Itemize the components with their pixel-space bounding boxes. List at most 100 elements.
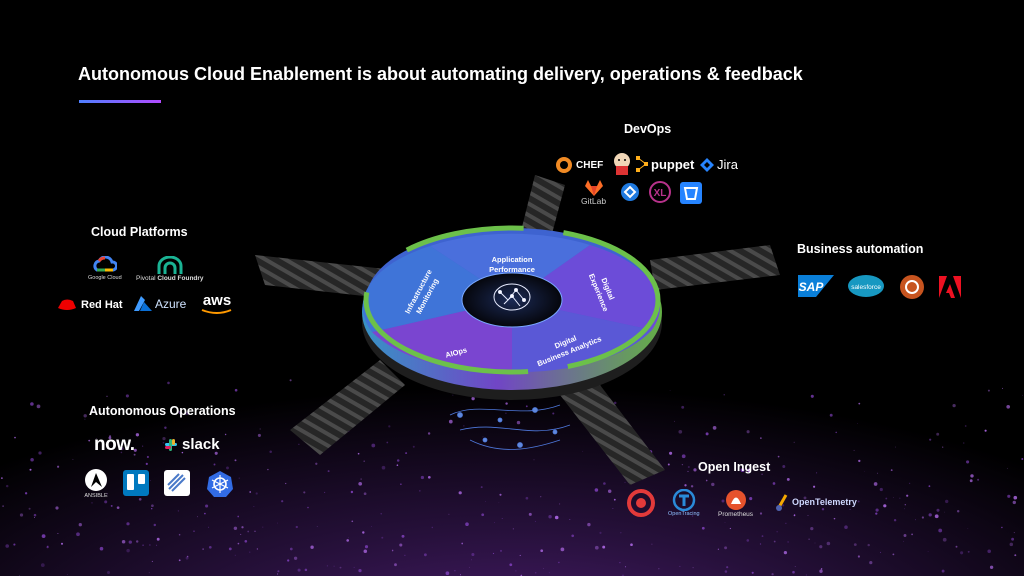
particle-dot xyxy=(751,571,754,574)
particle-dot xyxy=(904,504,906,506)
particle-dot xyxy=(624,566,627,568)
particle-dot xyxy=(679,565,681,567)
particle-dot xyxy=(480,486,483,489)
particle-dot xyxy=(108,436,112,440)
particle-dot xyxy=(36,404,41,409)
particle-dot xyxy=(259,428,261,430)
particle-dot xyxy=(153,523,157,527)
particle-dot xyxy=(773,540,776,543)
particle-dot xyxy=(505,412,507,415)
particle-dot xyxy=(1013,495,1018,500)
particle-dot xyxy=(110,504,113,507)
particle-dot xyxy=(1014,554,1017,557)
particle-dot xyxy=(257,433,261,437)
adobe-logo xyxy=(939,276,961,298)
opencensus-icon xyxy=(627,489,655,517)
particle-dot xyxy=(185,556,189,560)
particle-dot xyxy=(57,532,59,535)
particle-dot xyxy=(759,543,762,545)
particle-dot xyxy=(624,481,626,483)
particle-dot xyxy=(241,526,244,529)
particle-dot xyxy=(966,460,970,464)
svg-text:Application: Application xyxy=(492,255,533,264)
particle-dot xyxy=(921,516,925,519)
particle-dot xyxy=(569,519,571,520)
particle-dot xyxy=(346,539,350,542)
particle-dot xyxy=(1006,404,1011,409)
particle-dot xyxy=(794,565,796,567)
particle-dot xyxy=(945,499,949,504)
particle-dot xyxy=(244,539,248,543)
particle-dot xyxy=(363,492,367,496)
particle-dot xyxy=(594,488,599,492)
particle-dot xyxy=(512,528,514,530)
particle-dot xyxy=(821,507,825,511)
particle-dot xyxy=(151,504,154,508)
particle-dot xyxy=(186,555,189,558)
particle-dot xyxy=(883,504,887,508)
particle-dot xyxy=(1022,394,1023,396)
particle-dot xyxy=(552,412,555,415)
particle-dot xyxy=(908,482,911,485)
particle-dot xyxy=(793,514,796,517)
particle-dot xyxy=(684,484,687,487)
particle-dot xyxy=(785,522,787,524)
particle-dot xyxy=(125,394,129,398)
particle-dot xyxy=(1,477,3,479)
particle-dot xyxy=(353,566,355,568)
particle-dot xyxy=(304,568,308,572)
particle-dot xyxy=(1001,526,1003,529)
particle-dot xyxy=(405,452,408,455)
particle-dot xyxy=(459,574,462,576)
particle-dot xyxy=(903,534,907,537)
particle-dot xyxy=(829,413,833,417)
particle-dot xyxy=(853,449,855,451)
kubernetes-icon xyxy=(207,471,233,497)
particle-dot xyxy=(792,570,795,574)
particle-dot xyxy=(505,402,508,405)
particle-dot xyxy=(454,570,456,572)
particle-dot xyxy=(249,491,252,493)
particle-dot xyxy=(761,473,763,476)
stackstorm-logo xyxy=(164,470,190,496)
particle-dot xyxy=(559,503,561,505)
particle-dot xyxy=(820,568,823,570)
particle-dot xyxy=(729,527,732,530)
particle-dot xyxy=(960,551,964,555)
puppet-logo: puppet xyxy=(636,156,694,172)
salesforce-logo: salesforce xyxy=(847,274,885,298)
particle-dot xyxy=(72,458,74,460)
particle-dot xyxy=(297,568,301,572)
azure-devops-logo xyxy=(620,182,640,202)
ai-brain-icon xyxy=(493,283,531,311)
particle-dot xyxy=(327,470,330,473)
particle-dot xyxy=(941,569,945,573)
particle-dot xyxy=(970,474,974,478)
particle-dot xyxy=(326,565,329,567)
particle-dot xyxy=(237,515,240,518)
particle-dot xyxy=(726,566,729,569)
particle-dot xyxy=(786,477,790,481)
particle-dot xyxy=(104,500,108,504)
particle-dot xyxy=(746,430,750,434)
particle-dot xyxy=(228,547,232,551)
particle-dot xyxy=(34,517,35,518)
particle-dot xyxy=(145,462,148,466)
particle-dot xyxy=(289,379,292,382)
particle-dot xyxy=(83,414,87,418)
particle-dot xyxy=(681,405,685,409)
sap-logo: SAP xyxy=(798,275,834,297)
particle-dot xyxy=(238,477,240,479)
particle-dot xyxy=(956,509,960,513)
ansible-logo: ANSIBLE xyxy=(84,468,108,499)
stackstorm-icon xyxy=(164,470,190,496)
particle-dot xyxy=(857,423,858,424)
particle-dot xyxy=(936,508,940,512)
particle-dot xyxy=(690,485,694,488)
particle-dot xyxy=(28,507,31,510)
particle-dot xyxy=(399,543,403,547)
particle-dot xyxy=(533,459,535,461)
particle-dot xyxy=(146,455,149,459)
particle-dot xyxy=(307,506,309,509)
